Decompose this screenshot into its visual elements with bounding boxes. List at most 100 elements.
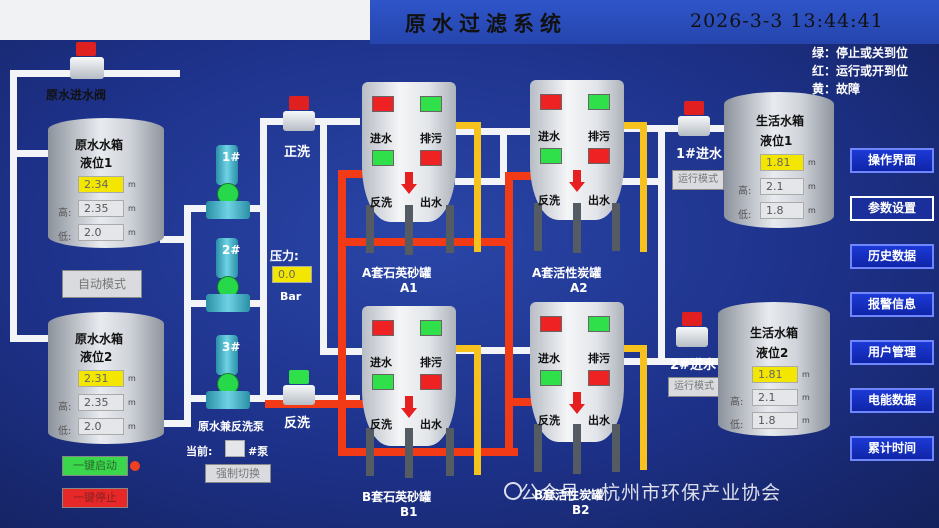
leg (405, 428, 413, 478)
a2-code: A2 (570, 281, 588, 295)
inlet-2-mode-button[interactable]: 运行模式 (668, 377, 720, 397)
valve-actuator (684, 101, 704, 115)
pipe (10, 70, 17, 338)
wechat-icon (504, 482, 522, 500)
watermark: 公众号 · 杭州市环保产业协会 (520, 482, 782, 504)
pump-motor (216, 335, 238, 375)
pipe (184, 205, 191, 427)
backwash-pipe (338, 170, 346, 456)
a2-flow-arrow (573, 170, 581, 184)
leg (534, 424, 542, 472)
a2-flow-arrow-head (569, 182, 585, 192)
pump-2[interactable] (206, 238, 250, 316)
raw-tank-2-title: 原水水箱 (75, 332, 124, 346)
drain-pipe (474, 345, 481, 475)
inlet-1-valve[interactable] (678, 101, 710, 139)
raw-tank-1-level: 2.34 (78, 176, 124, 193)
valve-body (70, 57, 104, 79)
forward-wash-valve[interactable] (283, 96, 315, 134)
pipe (184, 395, 219, 402)
pump-1-label: 1# (222, 150, 241, 164)
unit: m (128, 204, 136, 213)
a2-out-valve-status (588, 148, 610, 164)
forward-wash-label: 正洗 (284, 145, 311, 160)
b2-flow-arrow-head (569, 404, 585, 414)
life-tank-1-title: 生活水箱 (756, 114, 805, 128)
drain-pipe (640, 345, 647, 470)
pressure-label: 压力: (270, 249, 299, 263)
valve-body (678, 116, 710, 136)
one-click-start-button[interactable]: 一键启动 (62, 456, 128, 476)
pipe (160, 236, 190, 243)
leg (534, 203, 542, 251)
pump-3[interactable] (206, 335, 250, 413)
auto-mode-button[interactable]: 自动模式 (62, 270, 142, 298)
high-label: 高: (730, 397, 744, 408)
a2-out-label: 出水 (588, 194, 610, 207)
a1-flow-arrow-head (401, 184, 417, 194)
inlet-2-valve[interactable] (676, 312, 708, 350)
pump-1[interactable] (206, 145, 250, 223)
a2-backwash-label: 反洗 (538, 194, 560, 207)
unit: m (128, 374, 136, 383)
pipe (620, 358, 730, 365)
a1-out-valve-status (420, 150, 442, 166)
raw-tank-2-sub: 液位2 (80, 350, 113, 364)
b1-flow-arrow-head (401, 408, 417, 418)
pipe (260, 118, 267, 402)
inlet-1-mode-button[interactable]: 运行模式 (672, 170, 724, 190)
raw-tank-1-title: 原水水箱 (75, 138, 124, 152)
nav-cumulative-time[interactable]: 累计时间 (850, 436, 934, 461)
pipe (10, 335, 50, 342)
nav-alarm-info[interactable]: 报警信息 (850, 292, 934, 317)
unit: m (802, 416, 810, 425)
a1-backwash-valve-status (372, 150, 394, 166)
nav-parameter-settings[interactable]: 参数设置 (850, 196, 934, 221)
a1-drain-valve-status (420, 96, 442, 112)
one-click-stop-button[interactable]: 一键停止 (62, 488, 128, 508)
pump-3-label: 3# (222, 340, 241, 354)
b2-code: B2 (572, 503, 590, 517)
nav-operation-screen[interactable]: 操作界面 (850, 148, 934, 173)
pipe (160, 420, 190, 427)
b2-drain-valve-status (588, 316, 610, 332)
unit: m (808, 206, 816, 215)
pressure-value: 0.0 (272, 266, 312, 283)
pipe (320, 118, 327, 355)
valve-body (676, 327, 708, 347)
pipe (658, 125, 665, 365)
nav-user-management[interactable]: 用户管理 (850, 340, 934, 365)
leg (366, 205, 374, 253)
drain-pipe (450, 345, 480, 352)
raw-inlet-valve[interactable] (70, 42, 104, 84)
a1-drain-label: 排污 (420, 132, 442, 145)
nav-history-data[interactable]: 历史数据 (850, 244, 934, 269)
back-wash-valve[interactable] (283, 370, 315, 408)
pump-base (206, 294, 250, 312)
valve-body (283, 385, 315, 405)
pump-base (206, 391, 250, 409)
valve-actuator (289, 96, 309, 110)
valve-actuator (289, 370, 309, 384)
pipe (240, 395, 265, 402)
backwash-pipe (505, 398, 535, 406)
top-banner (370, 0, 939, 44)
unit: m (128, 422, 136, 431)
raw-tank-2-low: 2.0 (78, 418, 124, 435)
leg (612, 203, 620, 251)
life-tank-2-high: 2.1 (752, 389, 798, 406)
valve-body (283, 111, 315, 131)
b1-backwash-label: 反洗 (370, 418, 392, 431)
force-switch-button[interactable]: 强制切换 (205, 464, 271, 483)
pipe (184, 300, 219, 307)
b1-in-valve-status (372, 320, 394, 336)
b2-drain-label: 排污 (588, 352, 610, 365)
pipe (184, 205, 219, 212)
pipe (10, 150, 50, 157)
nav-energy-data[interactable]: 电能数据 (850, 388, 934, 413)
a1-flow-arrow (405, 172, 413, 186)
pipe (240, 300, 265, 307)
start-indicator (130, 461, 140, 471)
b1-backwash-valve-status (372, 374, 394, 390)
leg (446, 205, 454, 253)
